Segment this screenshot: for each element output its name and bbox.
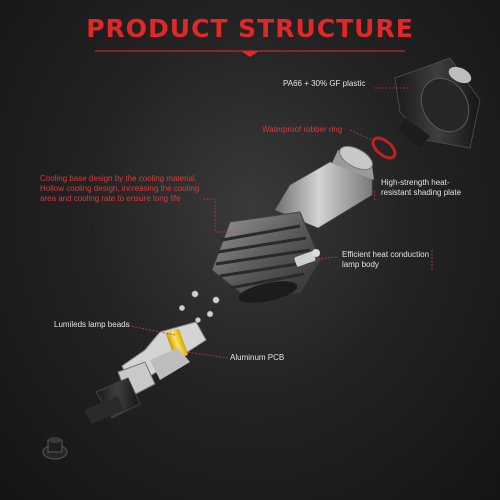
screws [178, 290, 220, 323]
lamp-body-neck [274, 145, 374, 229]
header: PRODUCT STRUCTURE [0, 14, 500, 44]
waterproof-ring [371, 136, 397, 160]
label-cooling-base: Cooling base design by the cooling mater… [40, 174, 200, 203]
label-waterproof: Waterproof robber ring [262, 125, 343, 134]
title-underline [95, 50, 405, 57]
label-pcb: Aluminum PCB [230, 353, 285, 362]
label-heat-conduction: Efficient heat conduction lamp body [342, 250, 430, 269]
page-title: PRODUCT STRUCTURE [86, 14, 414, 43]
label-pa66: PA66 + 30% GF plastic [283, 79, 366, 88]
bottom-connector [42, 437, 68, 460]
label-lumileds: Lumileds lamp beads [54, 320, 130, 329]
pa66-plastic-cap [394, 57, 481, 149]
callout-lines [124, 87, 433, 359]
heat-sink [211, 211, 321, 303]
label-shading-plate: High-strength heat-resistant shading pla… [381, 178, 462, 197]
base-shaft [84, 361, 156, 424]
